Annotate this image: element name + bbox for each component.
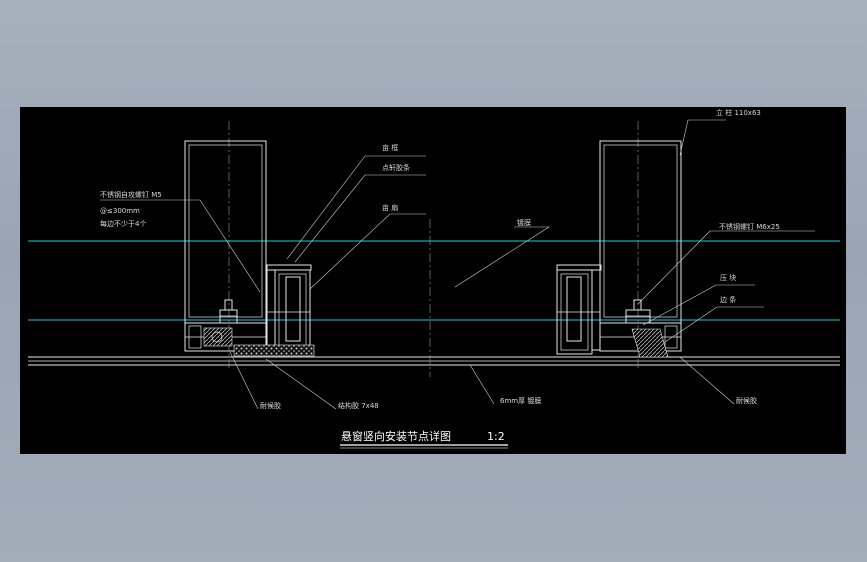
cad-viewport[interactable]: 亩 框 点轩胶条 亩 扇 不锈钢自攻螺钉 M5 @≤300mm 每边不少于4个 …: [20, 107, 846, 454]
label-screw-line3: 每边不少于4个: [100, 219, 146, 228]
label-screw-right: 不锈钢螺钉 M6x25: [719, 222, 780, 231]
column-right: [599, 140, 682, 324]
label-glass-thickness: 6mm厚 镀膜: [500, 396, 541, 405]
label-screw-line2: @≤300mm: [100, 207, 140, 215]
label-sealant-left: 耐候胶: [260, 401, 281, 410]
sealant-block-left: [203, 327, 233, 347]
label-mullion: 亩 框: [382, 143, 398, 152]
label-sash: 亩 扇: [382, 203, 398, 212]
right-detail: [556, 140, 682, 358]
cad-drawing: 亩 框 点轩胶条 亩 扇 不锈钢自攻螺钉 M5 @≤300mm 每边不少于4个 …: [28, 108, 840, 449]
drawing-scale: 1:2: [487, 430, 505, 443]
left-detail: [184, 140, 315, 357]
drawing-title-block: 悬窗竖向安装节点详图 1:2: [340, 429, 508, 449]
drawing-title: 悬窗竖向安装节点详图: [341, 429, 451, 443]
edge-strip-right: [631, 328, 669, 358]
sash-right: [556, 264, 602, 355]
label-sealant-right: 耐候胶: [736, 396, 757, 405]
glass-panel-lines: [28, 356, 840, 366]
mullion-left: [184, 140, 267, 324]
structural-adhesive-left: [233, 344, 315, 357]
sash-left: [266, 264, 312, 355]
label-structural-adhesive: 结构胶 7x48: [338, 401, 379, 410]
label-column: 立 柱 110x63: [716, 108, 761, 117]
label-edge-strip: 边 条: [720, 295, 736, 304]
label-glazing-strip: 点轩胶条: [382, 163, 410, 172]
leader-lines: [100, 119, 815, 410]
labels: 亩 框 点轩胶条 亩 扇 不锈钢自攻螺钉 M5 @≤300mm 每边不少于4个 …: [100, 108, 780, 410]
label-glass: 镀膜: [517, 218, 531, 227]
label-pressure-block: 压 块: [720, 273, 736, 282]
label-screw-line1: 不锈钢自攻螺钉 M5: [100, 190, 162, 199]
